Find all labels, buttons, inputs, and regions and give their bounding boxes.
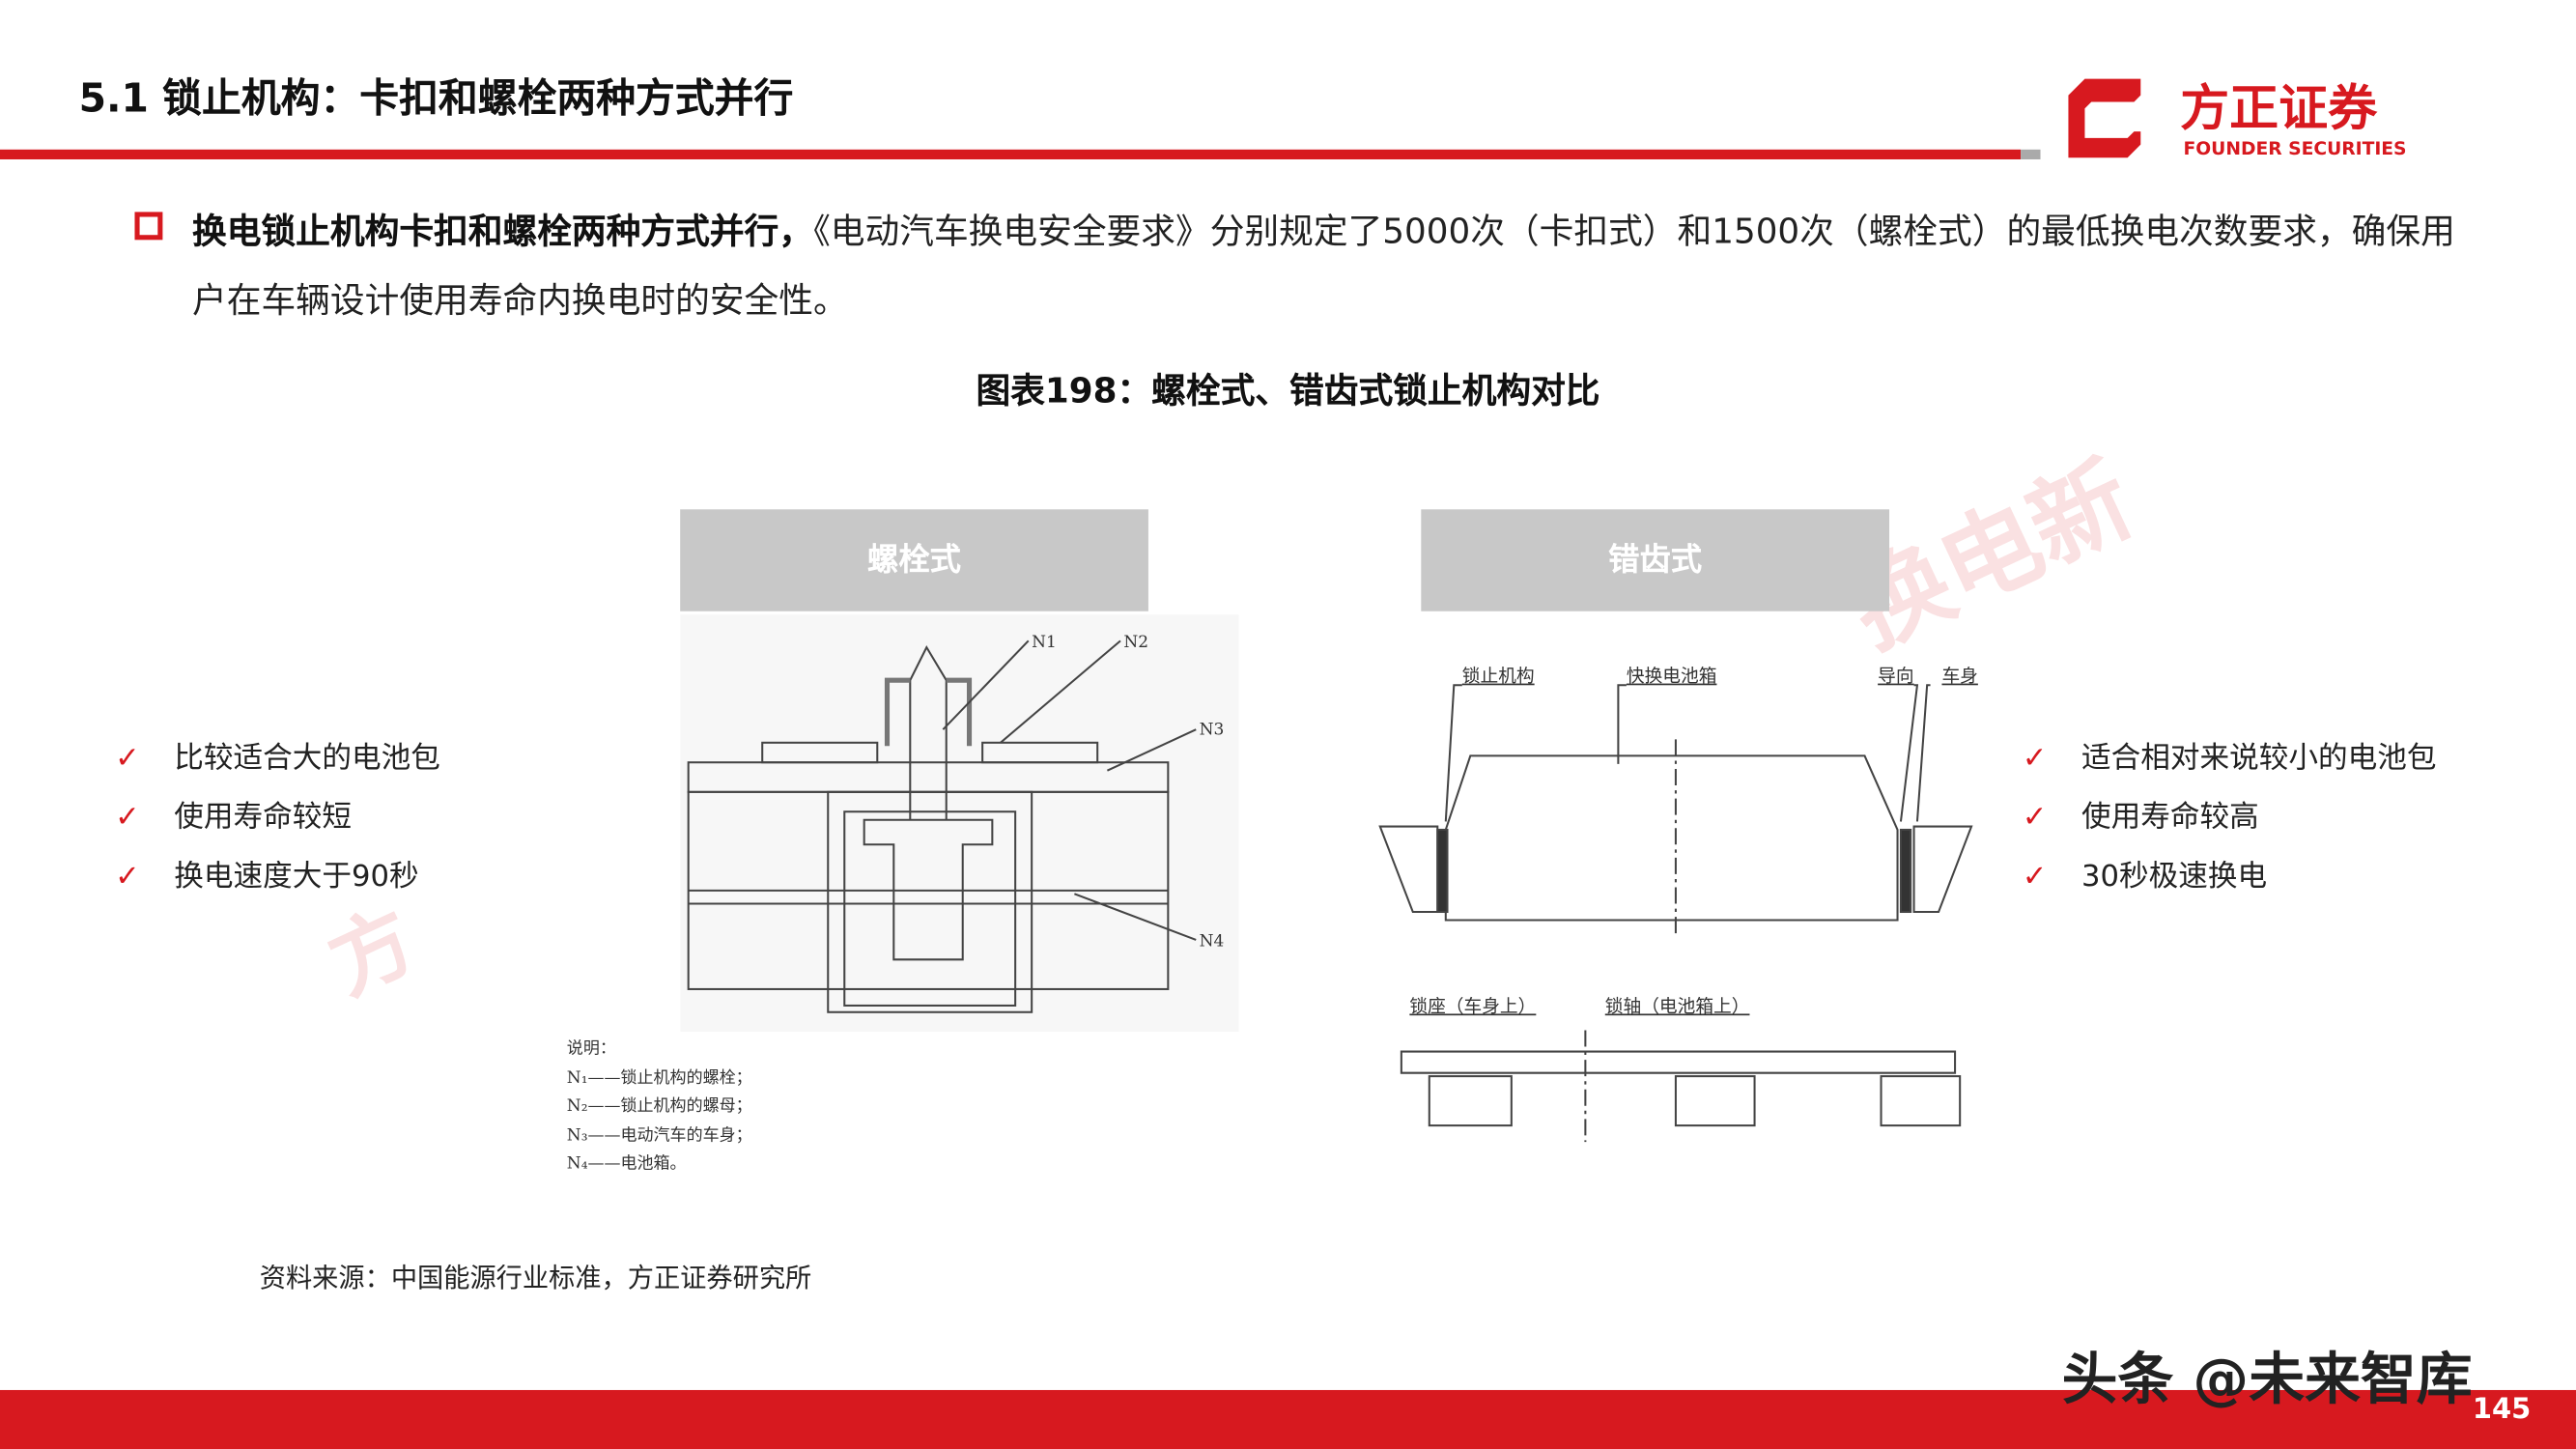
- list-item: ✓比较适合大的电池包: [115, 729, 440, 788]
- list-item: ✓换电速度大于90秒: [115, 848, 440, 907]
- label-n3: N3: [1200, 720, 1225, 739]
- intro-bold: 换电锁止机构卡扣和螺栓两种方式并行，: [192, 212, 813, 252]
- bullet-square-icon: [134, 212, 163, 241]
- tooth-points: ✓适合相对来说较小的电池包 ✓使用寿命较高 ✓30秒极速换电: [2023, 729, 2437, 907]
- tooth-type-header: 错齿式: [1421, 509, 1890, 611]
- bolt-points: ✓比较适合大的电池包 ✓使用寿命较短 ✓换电速度大于90秒: [115, 729, 440, 907]
- label-seat: 锁座（车身上）: [1409, 995, 1537, 1017]
- label-n1: N1: [1032, 633, 1057, 652]
- footer-bar: [0, 1389, 2576, 1449]
- header-divider-grey: [2021, 149, 2041, 159]
- check-icon: ✓: [2022, 741, 2048, 776]
- label-n2: N2: [1123, 633, 1148, 652]
- check-icon: ✓: [115, 741, 140, 776]
- svg-text:FOUNDER SECURITIES: FOUNDER SECURITIES: [2183, 139, 2406, 159]
- label-box: 快换电池箱: [1626, 665, 1717, 687]
- check-icon: ✓: [115, 800, 140, 836]
- figure-caption: 图表198：螺栓式、错齿式锁止机构对比: [976, 371, 1600, 412]
- label-shaft: 锁轴（电池箱上）: [1604, 995, 1750, 1017]
- svg-text:方正证券: 方正证券: [2180, 80, 2378, 137]
- list-item: ✓使用寿命较短: [115, 788, 440, 847]
- header-divider: [0, 149, 2022, 159]
- check-icon: ✓: [115, 859, 140, 895]
- intro-text: 《电动汽车换电安全要求》分别规定了5000次（卡扣式）和1500次（螺栓式）的最…: [192, 212, 2455, 321]
- check-icon: ✓: [2022, 800, 2048, 836]
- label-lock: 锁止机构: [1461, 665, 1535, 687]
- tooth-lock-diagram: [1378, 684, 1973, 1143]
- watermark-text: 头条 @未来智库: [2061, 1347, 2473, 1413]
- intro-paragraph: 换电锁止机构卡扣和螺栓两种方式并行，《电动汽车换电安全要求》分别规定了5000次…: [192, 197, 2476, 335]
- label-n4: N4: [1200, 932, 1225, 952]
- list-item: ✓30秒极速换电: [2023, 848, 2437, 907]
- label-guide: 导向: [1878, 665, 1914, 687]
- page-number: 145: [2472, 1393, 2532, 1427]
- founder-securities-logo: 方正证券 FOUNDER SECURITIES: [2068, 78, 2407, 159]
- page-title: 5.1 锁止机构：卡扣和螺栓两种方式并行: [78, 75, 794, 122]
- list-item: ✓适合相对来说较小的电池包: [2023, 729, 2437, 788]
- source-note: 资料来源：中国能源行业标准，方正证券研究所: [259, 1262, 812, 1293]
- label-body: 车身: [1941, 665, 1978, 687]
- bolt-lock-diagram: N1 N2 N3 N4: [680, 614, 1239, 1033]
- bolt-type-header: 螺栓式: [680, 509, 1148, 611]
- bolt-legend: 说明：N₁——锁止机构的螺栓；N₂——锁止机构的螺母；N₃——电动汽车的车身；N…: [566, 1039, 752, 1174]
- list-item: ✓使用寿命较高: [2023, 788, 2437, 847]
- check-icon: ✓: [2022, 859, 2048, 895]
